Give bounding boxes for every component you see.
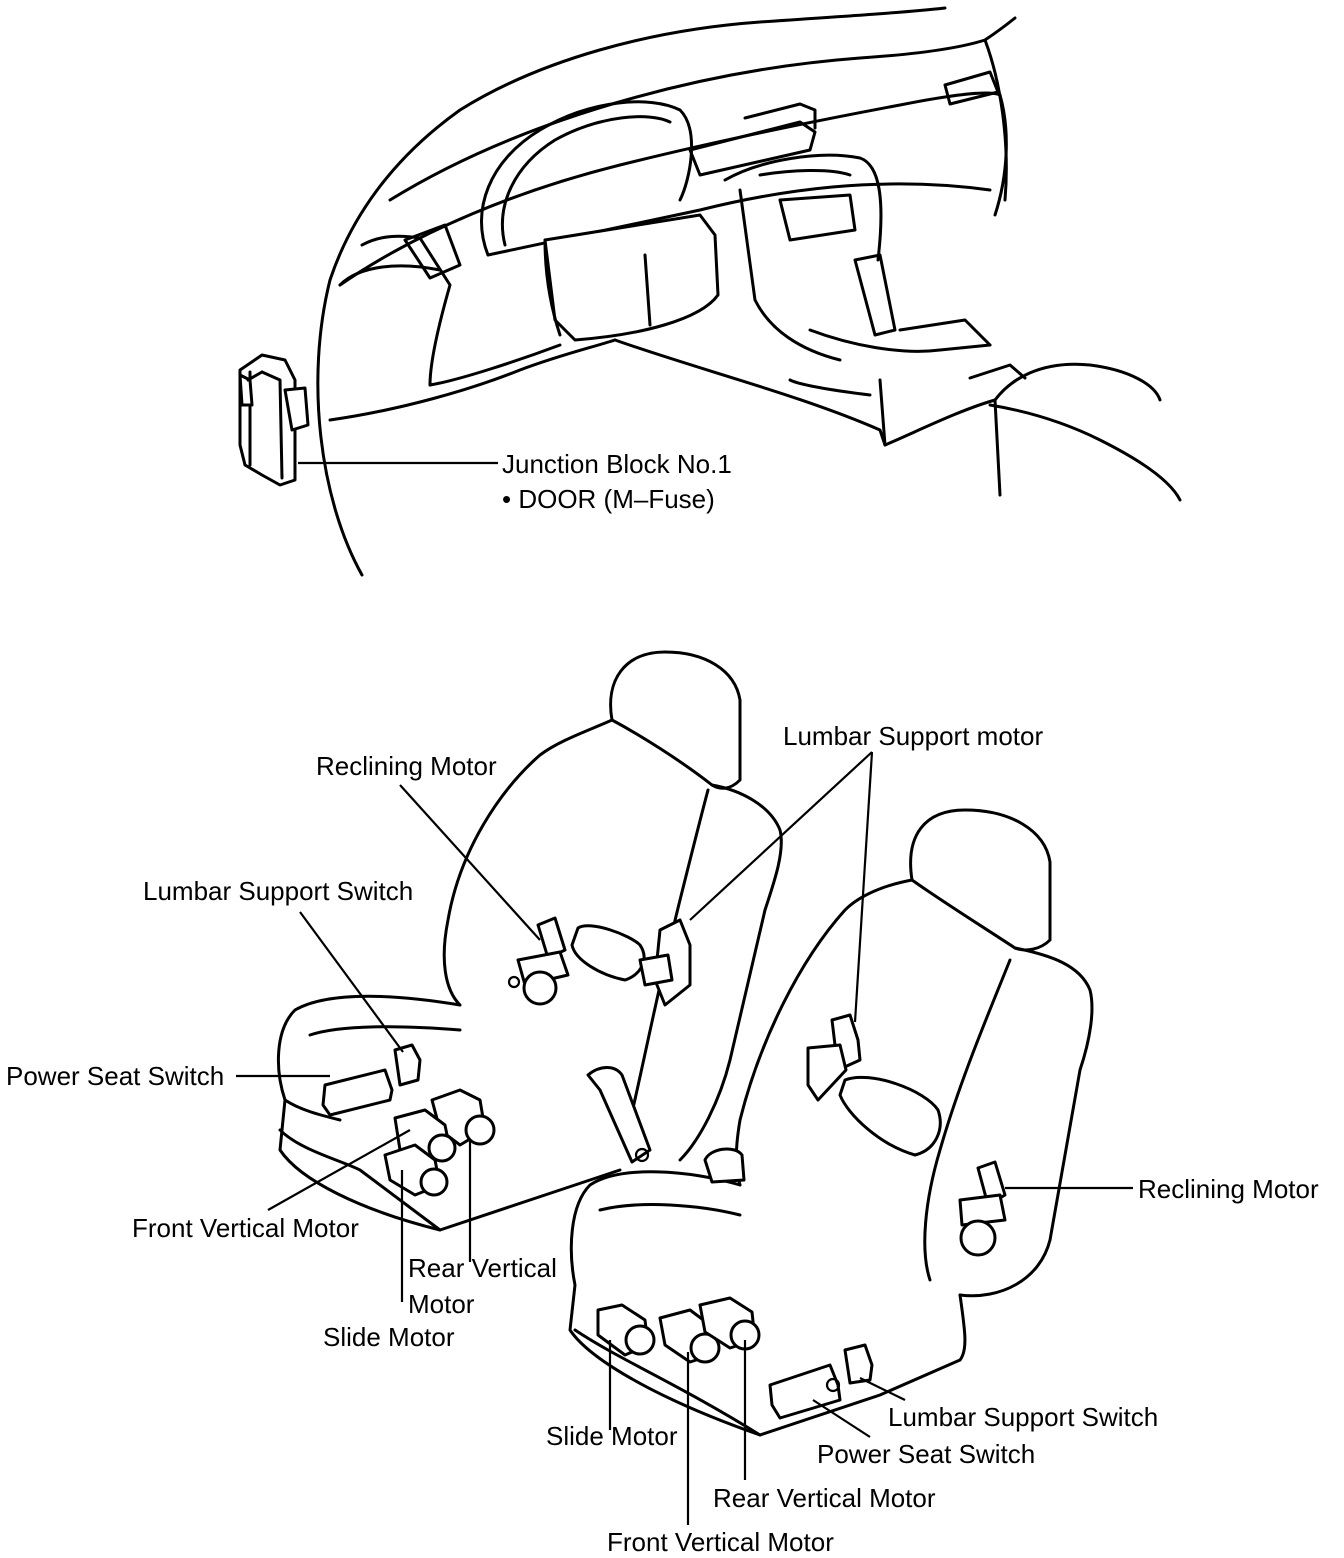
junction-block-part (238, 353, 310, 487)
junction-block-label: Junction Block No.1 (502, 449, 732, 479)
right-lumbar-support-motor-part (806, 1013, 942, 1157)
left-reclining-motor-part (507, 916, 570, 1006)
right-reclining-motor-label: Reclining Motor (1138, 1174, 1319, 1204)
right-lumbar-support-switch-label: Lumbar Support Switch (888, 1402, 1158, 1432)
left-rear-vertical-motor-label-line2: Motor (408, 1289, 475, 1319)
right-seat-illustration (568, 808, 1094, 1437)
left-front-vertical-motor-label: Front Vertical Motor (132, 1213, 359, 1243)
right-front-vertical-motor-label: Front Vertical Motor (607, 1527, 834, 1557)
leader-lines (236, 751, 1133, 1525)
right-slide-motor-label: Slide Motor (546, 1421, 678, 1451)
left-reclining-motor-label: Reclining Motor (316, 751, 497, 781)
left-slide-motor-label: Slide Motor (323, 1322, 455, 1352)
left-power-seat-switch-part (321, 1068, 394, 1117)
left-lumbar-support-switch-label: Lumbar Support Switch (143, 876, 413, 906)
right-reclining-motor-part (958, 1160, 1007, 1257)
right-power-seat-switch-label: Power Seat Switch (817, 1439, 1035, 1469)
left-slide-motor-part (383, 1143, 449, 1197)
junction-block-sublabel: • DOOR (M–Fuse) (502, 484, 715, 514)
right-lumbar-support-switch-part (843, 1343, 874, 1385)
left-rear-vertical-motor-label-line1: Rear Vertical (408, 1253, 557, 1283)
right-front-vertical-motor-part (658, 1308, 721, 1364)
left-power-seat-switch-label: Power Seat Switch (6, 1061, 224, 1091)
right-power-seat-switch-part (768, 1363, 842, 1420)
dashboard-illustration (316, 6, 1182, 577)
lumbar-support-motor-label: Lumbar Support motor (783, 721, 1043, 751)
right-rear-vertical-motor-part (698, 1296, 761, 1351)
left-lumbar-support-motor-part (570, 918, 692, 1007)
left-seat-illustration (276, 650, 783, 1232)
left-lumbar-support-switch-part (393, 1043, 422, 1087)
right-rear-vertical-motor-label: Rear Vertical Motor (713, 1483, 936, 1513)
